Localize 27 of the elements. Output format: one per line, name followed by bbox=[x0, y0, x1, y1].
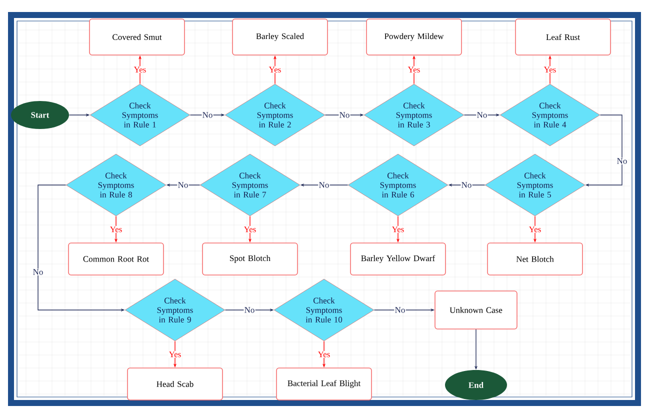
edge-label: No bbox=[244, 306, 256, 314]
edge-label: Yes bbox=[268, 66, 282, 74]
result-box: Bacterial Leaf Blight bbox=[276, 368, 372, 400]
edge-label: No bbox=[394, 306, 406, 314]
edge-label: No bbox=[476, 112, 488, 118]
result-box: Barley Scaled bbox=[232, 18, 328, 56]
result-box: Barley Yellow Dwarf bbox=[350, 242, 446, 276]
result-box: Spot Blotch bbox=[202, 242, 298, 276]
terminal-oval: End bbox=[445, 370, 507, 400]
edge-label: Yes bbox=[133, 66, 147, 74]
result-box: Covered Smut bbox=[89, 18, 185, 56]
edge-label: No bbox=[32, 268, 44, 276]
edge-label: No bbox=[616, 158, 628, 164]
edge-label: No bbox=[338, 112, 350, 118]
result-box: Leaf Rust bbox=[515, 18, 611, 56]
result-box: Common Root Rot bbox=[68, 242, 164, 276]
result-box: Powdery Mildew bbox=[366, 18, 462, 56]
result-box: Head Scab bbox=[127, 368, 223, 400]
edge-label: Yes bbox=[543, 66, 557, 74]
result-box: Net Blotch bbox=[487, 242, 583, 276]
edge-label: No bbox=[318, 182, 330, 188]
terminal-oval: Start bbox=[11, 101, 69, 129]
edge-label: No bbox=[177, 182, 189, 188]
edge-label: Yes bbox=[407, 66, 421, 74]
edge-label: No bbox=[202, 112, 214, 118]
edge-label: No bbox=[460, 182, 472, 188]
result-box: Unknown Case bbox=[434, 290, 518, 330]
